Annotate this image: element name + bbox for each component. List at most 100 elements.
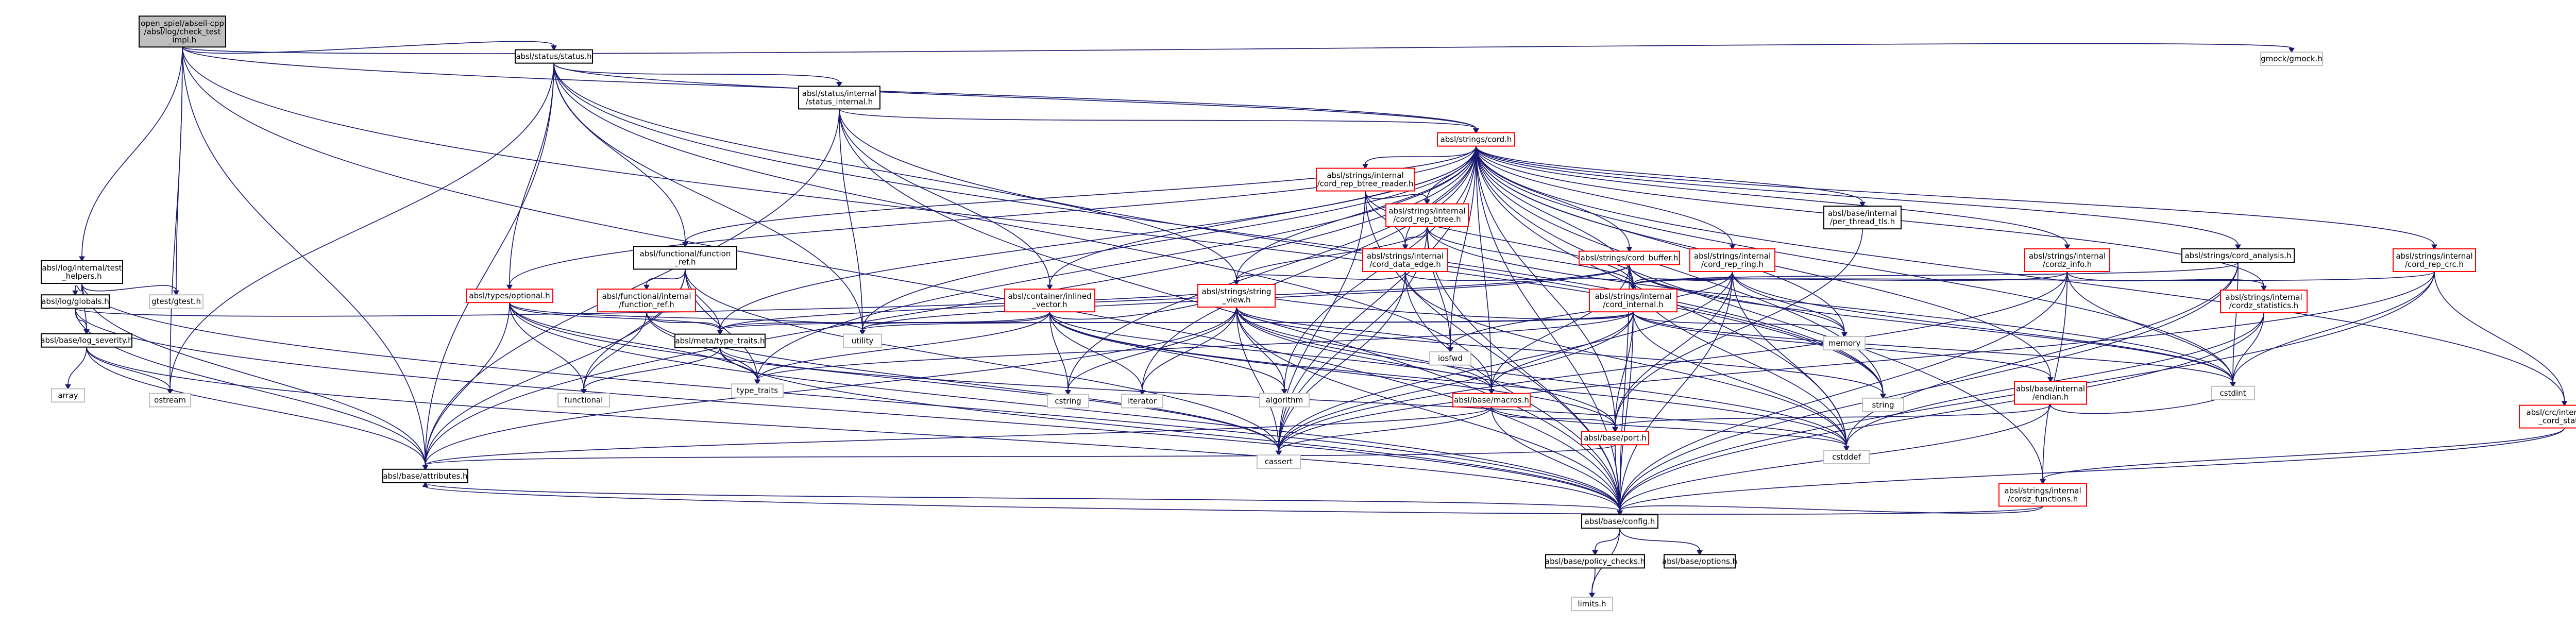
edge-config-to-policy_checks xyxy=(1592,528,1620,556)
node-box xyxy=(674,333,766,348)
edge-arrowhead xyxy=(2561,401,2568,407)
edge-line xyxy=(583,312,647,390)
node-endian[interactable]: absl/base/internal/endian.h xyxy=(2014,381,2087,405)
edge-line xyxy=(425,109,840,465)
node-options[interactable]: absl/base/options.h xyxy=(1662,554,1737,569)
node-cord_rep_crc[interactable]: absl/strings/internal/cord_rep_crc.h xyxy=(2393,248,2476,272)
edge-line xyxy=(685,269,1279,451)
node-crc_cord_state[interactable]: absl/crc/internal/crc_cord_state.h xyxy=(2519,404,2576,429)
edge-line xyxy=(1404,271,1847,447)
node-utility: utility xyxy=(843,333,882,348)
edge-line xyxy=(1846,313,2264,447)
node-label: absl/base/macros.h xyxy=(1454,396,1529,405)
edge-line xyxy=(757,312,1050,380)
edge-arrowhead xyxy=(2261,285,2267,292)
node-cord_data_edge[interactable]: absl/strings/internal/cord_data_edge.h xyxy=(1362,248,1448,272)
edge-cord_rep_crc-to-cassert xyxy=(1276,271,2435,456)
node-root[interactable]: open_spiel/abseil-cpp/absl/log/check_tes… xyxy=(139,15,226,48)
node-cassert: cassert xyxy=(1257,454,1301,469)
node-status_internal[interactable]: absl/status/internal/status_internal.h xyxy=(798,86,880,110)
edge-arrowhead xyxy=(72,290,78,296)
edge-line xyxy=(1846,262,2239,447)
edge-cord-to-cordz_info xyxy=(1476,146,2071,250)
node-cord_internal[interactable]: absl/strings/internal/cord_internal.h xyxy=(1589,289,1677,313)
edge-line xyxy=(1476,146,2565,401)
edge-line xyxy=(757,311,1634,380)
node-attributes[interactable]: absl/base/attributes.h xyxy=(382,468,468,483)
edge-line xyxy=(1629,264,1845,333)
node-port[interactable]: absl/base/port.h xyxy=(1581,431,1649,446)
node-function_ref[interactable]: absl/functional/function_ref.h xyxy=(633,246,737,270)
node-cordz_info[interactable]: absl/strings/internal/cordz_info.h xyxy=(2024,248,2110,272)
node-log_internal_test_helpers[interactable]: absl/log/internal/test_helpers.h xyxy=(41,260,123,284)
node-box xyxy=(1589,289,1677,313)
node-cord[interactable]: absl/strings/cord.h xyxy=(1437,132,1515,147)
node-cstring: cstring xyxy=(1047,394,1089,409)
edge-line xyxy=(67,347,87,385)
edge-endian-to-port xyxy=(1612,404,2051,433)
edge-line xyxy=(182,47,1884,394)
node-macros[interactable]: absl/base/macros.h xyxy=(1452,393,1531,408)
edge-line xyxy=(1619,262,2239,511)
node-config[interactable]: absl/base/config.h xyxy=(1581,514,1658,529)
edge-line xyxy=(553,63,686,243)
edge-line xyxy=(1067,307,1237,391)
node-cordz_statistics[interactable]: absl/strings/internal/cordz_statistics.h xyxy=(2220,290,2308,314)
edge-line xyxy=(553,63,840,82)
edge-line xyxy=(182,41,554,54)
node-type_traits_meta[interactable]: absl/meta/type_traits.h xyxy=(674,333,766,348)
edge-arrowhead xyxy=(1424,199,1430,205)
node-type_traits: type_traits xyxy=(731,383,784,398)
node-cord_analysis[interactable]: absl/strings/cord_analysis.h xyxy=(2181,248,2295,263)
edge-cord-to-cord_rep_crc xyxy=(1476,146,2437,250)
node-cord_rep_ring[interactable]: absl/strings/internal/cord_rep_ring.h xyxy=(1689,248,1775,272)
edge-line xyxy=(1476,146,1863,202)
node-function_ref_internal[interactable]: absl/functional/internal/function_ref.h xyxy=(597,289,696,313)
edge-line xyxy=(685,269,721,330)
node-label: utility xyxy=(852,336,874,346)
edge-line xyxy=(862,146,1477,330)
node-box xyxy=(798,86,880,110)
node-gtest: gtest/gtest.h xyxy=(149,294,204,309)
node-label: algorithm xyxy=(1266,396,1303,405)
edge-arrowhead xyxy=(1233,280,1240,286)
edge-line xyxy=(425,302,510,465)
node-status[interactable]: absl/status/status.h xyxy=(515,49,593,64)
edge-line xyxy=(685,146,1477,243)
node-cordz_functions[interactable]: absl/strings/internal/cordz_functions.h xyxy=(1998,483,2087,507)
edge-line xyxy=(2232,313,2264,382)
node-array: array xyxy=(51,388,85,403)
edge-line xyxy=(1476,146,1492,390)
node-gmock: gmock/gmock.h xyxy=(2260,52,2323,66)
edge-line xyxy=(1732,271,2233,382)
node-label: iterator xyxy=(1128,396,1157,405)
node-log_severity[interactable]: absl/base/log_severity.h xyxy=(40,333,133,348)
node-string_view[interactable]: absl/strings/string_view.h xyxy=(1197,284,1276,308)
node-policy_checks[interactable]: absl/base/policy_checks.h xyxy=(1545,554,1645,569)
edge-root-to-gtest xyxy=(173,47,183,296)
edge-arrowhead xyxy=(1139,390,1145,396)
node-per_thread_tls[interactable]: absl/base/internal/per_thread_tls.h xyxy=(1823,206,1902,230)
edge-line xyxy=(839,109,1884,394)
edge-line xyxy=(1615,312,1634,428)
node-label: absl/base/policy_checks.h xyxy=(1545,556,1645,566)
edge-line xyxy=(1633,271,2435,285)
edge-line xyxy=(1491,407,1616,428)
edge-line xyxy=(1476,146,1733,245)
node-box xyxy=(557,393,610,408)
edge-line xyxy=(719,146,1477,330)
node-cord_rep_btree[interactable]: absl/strings/internal/cord_rep_btree.h xyxy=(1385,203,1469,227)
node-inlined_vector[interactable]: absl/container/inlined_vector.h xyxy=(1004,289,1095,313)
edge-cord_rep_ring-to-cord_internal xyxy=(1630,271,1733,291)
edge-function_ref_internal-to-type_traits_meta xyxy=(646,312,723,335)
node-optional[interactable]: absl/types/optional.h xyxy=(466,289,553,303)
nodes-layer: open_spiel/abseil-cpp/absl/log/check_tes… xyxy=(40,15,2576,612)
node-log_globals[interactable]: absl/log/globals.h xyxy=(41,294,110,309)
node-cord_buffer[interactable]: absl/strings/cord_buffer.h xyxy=(1579,250,1680,265)
node-label: absl/base/internal xyxy=(1828,209,1897,218)
edge-line xyxy=(1476,146,2239,245)
edge-arrowhead xyxy=(551,45,557,51)
node-cord_rep_btree_reader[interactable]: absl/strings/internal/cord_rep_btree_rea… xyxy=(1316,167,1415,192)
edge-cord-to-cstdint xyxy=(1476,146,2236,387)
edge-line xyxy=(2232,262,2239,382)
